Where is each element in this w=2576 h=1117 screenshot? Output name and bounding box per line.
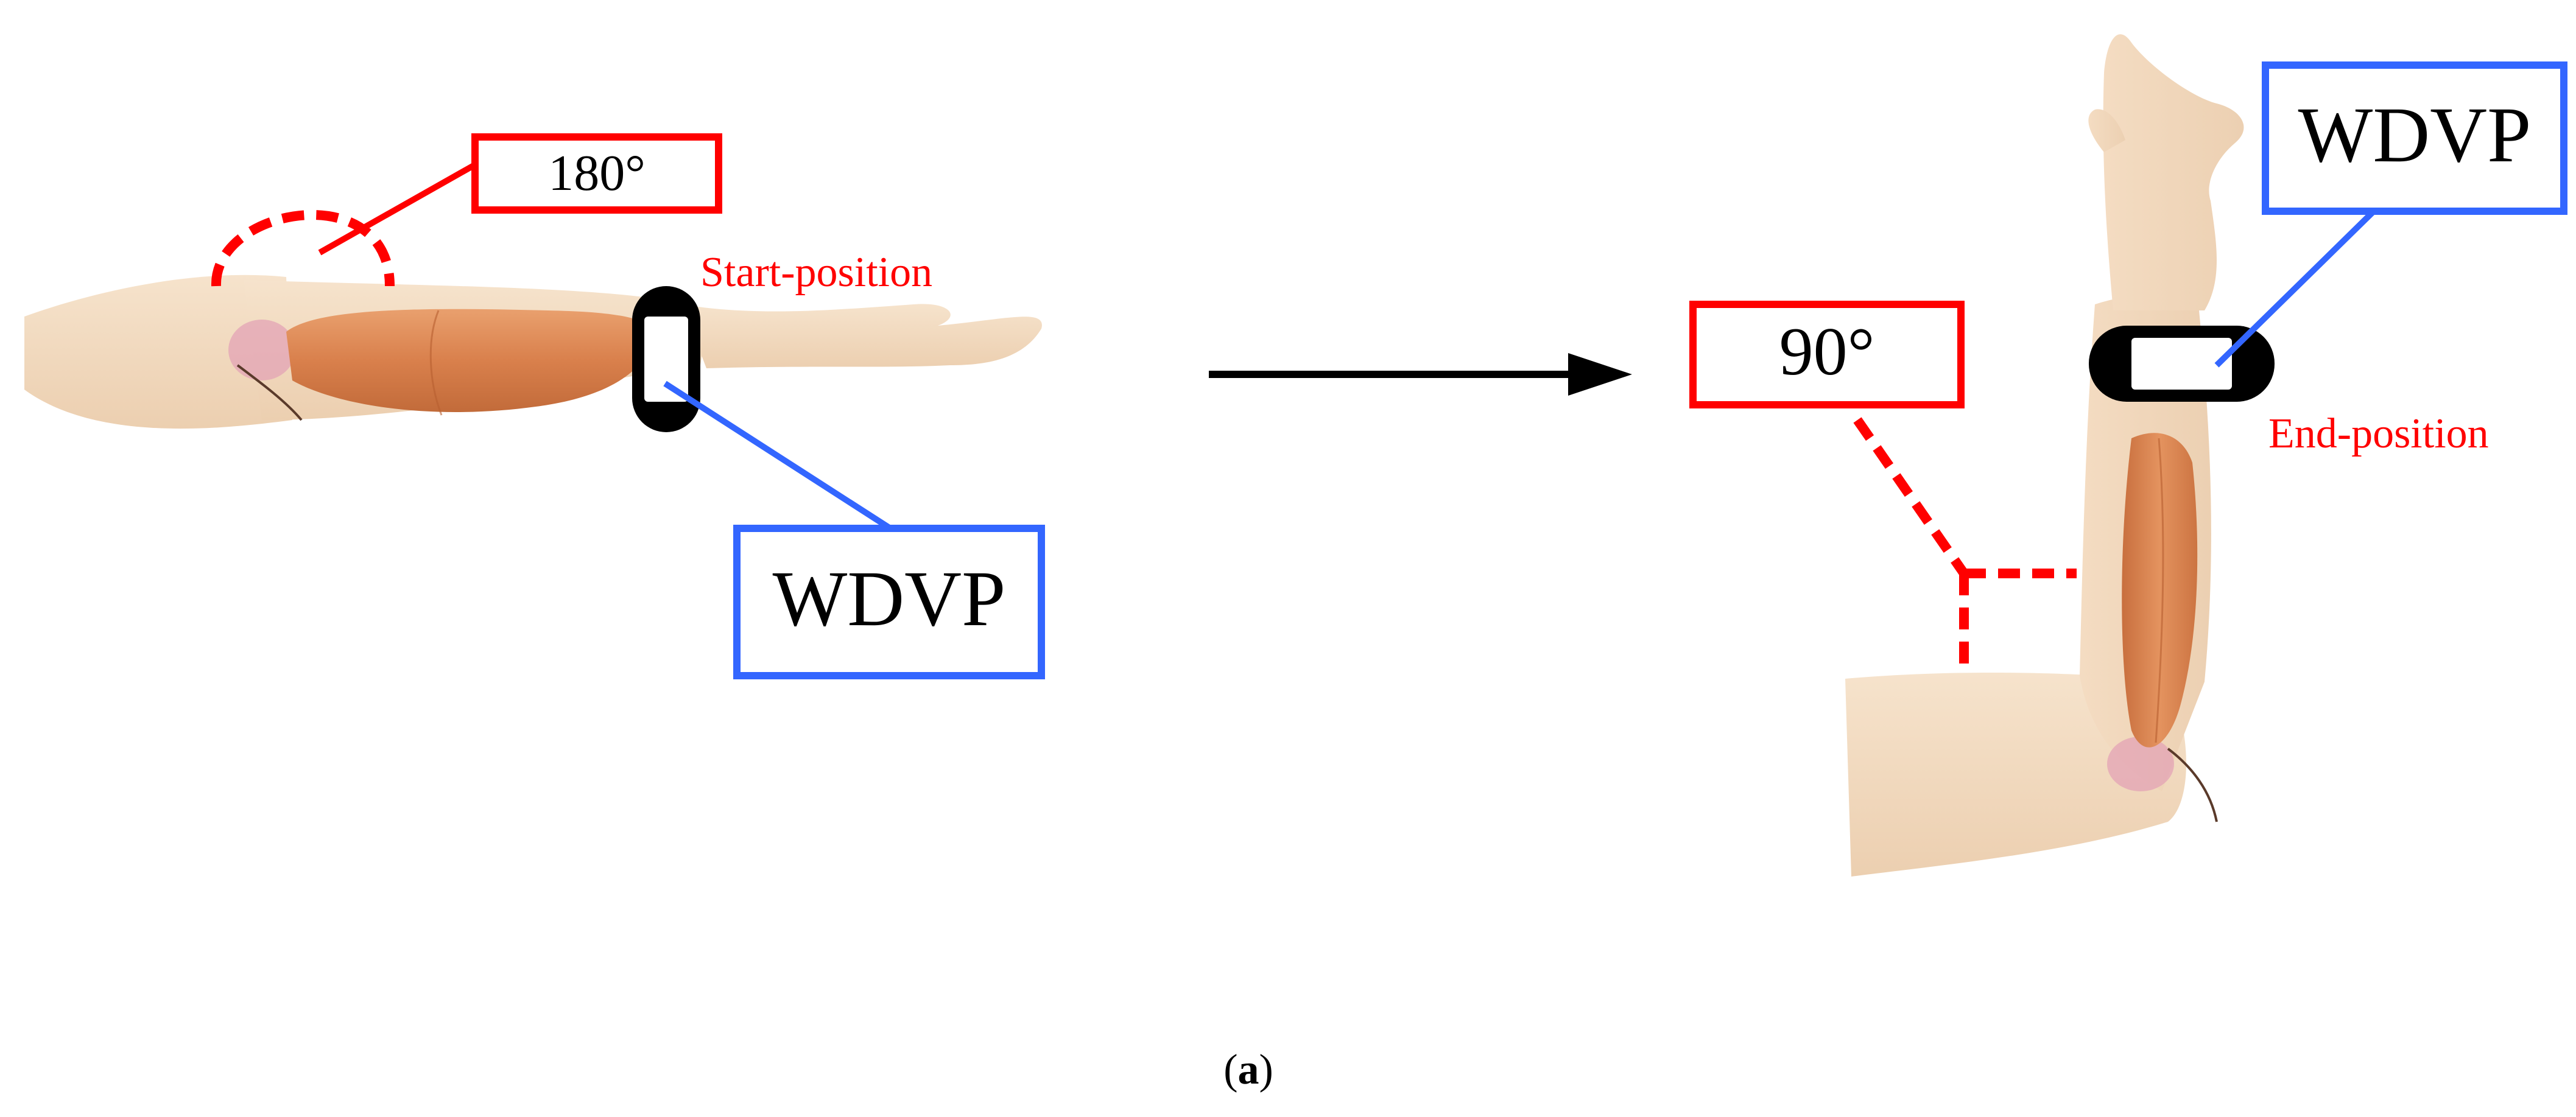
elbow-joint [228,320,295,380]
forearm-muscle [286,309,658,412]
start-position-label: Start-position [700,249,932,296]
device-leader-line-start [663,380,894,533]
angle-box-90 [1689,301,1965,408]
transition-arrow-head [1568,353,1632,396]
angle-leader-line-90 [1853,417,1968,576]
device-box-start [733,525,1045,679]
caption-close-paren: ) [1259,1046,1273,1093]
device-leader-line-end [2214,205,2381,368]
flexed-arm-illustration [1845,34,2244,877]
angle-label-180: 180° [548,145,646,201]
angle-arc-180 [211,210,395,287]
hand [682,304,1042,368]
elbow-joint [2107,737,2174,791]
start-position-panel: 180° Start-position WDVP [24,133,1045,679]
forearm-muscle [2122,433,2198,748]
device-label-end: WDVP [2298,91,2532,179]
figure-caption: (a) [1223,1046,1273,1093]
device-label-start: WDVP [773,555,1006,643]
muscle-tendon-line [2167,748,2218,822]
muscle-segment-line [429,310,443,416]
upper-arm [24,275,292,429]
device-box-end [2262,61,2567,215]
angle-leader-line-180 [318,158,483,256]
end-position-panel: 90° End-position WDVP [1689,34,2567,877]
end-position-label: End-position [2268,410,2489,457]
wdvp-device [644,317,688,402]
muscle-segment-line [2155,438,2164,743]
caption-letter: a [1238,1046,1259,1093]
extended-arm-illustration [24,275,1042,429]
thumb [2088,109,2125,152]
muscle-tendon-line [236,364,303,421]
hand [2103,34,2244,310]
wdvp-device [2131,338,2232,390]
angle-box-180 [471,133,722,214]
caption-open-paren: ( [1223,1046,1237,1093]
angle-label-90: 90° [1779,314,1875,390]
